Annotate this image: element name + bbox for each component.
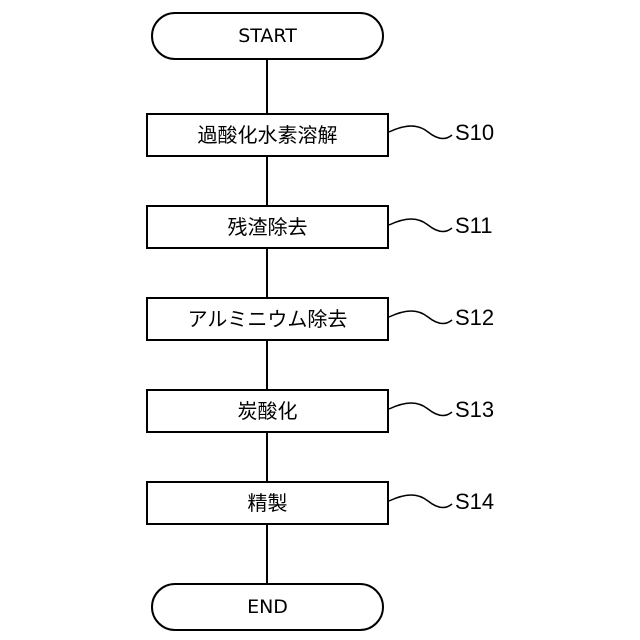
process-text-s13: 炭酸化 xyxy=(238,401,298,421)
step-label-s14: S14 xyxy=(455,491,494,513)
leader-line-s13 xyxy=(389,403,452,415)
leader-line-s10 xyxy=(389,126,452,138)
process-box-s12: アルミニウム除去 xyxy=(146,297,389,341)
step-label-s11: S11 xyxy=(455,215,493,237)
step-label-s12: S12 xyxy=(455,307,494,329)
step-label-s13: S13 xyxy=(455,399,494,421)
process-text-s14: 精製 xyxy=(248,493,288,513)
process-box-s14: 精製 xyxy=(146,481,389,525)
start-terminal: START xyxy=(151,12,384,60)
start-label: START xyxy=(238,27,297,46)
step-label-s10: S10 xyxy=(455,122,494,144)
process-text-s11: 残渣除去 xyxy=(228,217,308,237)
end-terminal: END xyxy=(151,583,384,631)
end-label: END xyxy=(247,598,288,617)
leader-line-s14 xyxy=(389,495,452,507)
process-text-s10: 過酸化水素溶解 xyxy=(198,125,338,145)
process-box-s13: 炭酸化 xyxy=(146,389,389,433)
process-box-s10: 過酸化水素溶解 xyxy=(146,113,389,157)
leader-line-s11 xyxy=(389,219,452,231)
leader-line-s12 xyxy=(389,311,452,323)
process-box-s11: 残渣除去 xyxy=(146,205,389,249)
process-text-s12: アルミニウム除去 xyxy=(188,309,348,329)
